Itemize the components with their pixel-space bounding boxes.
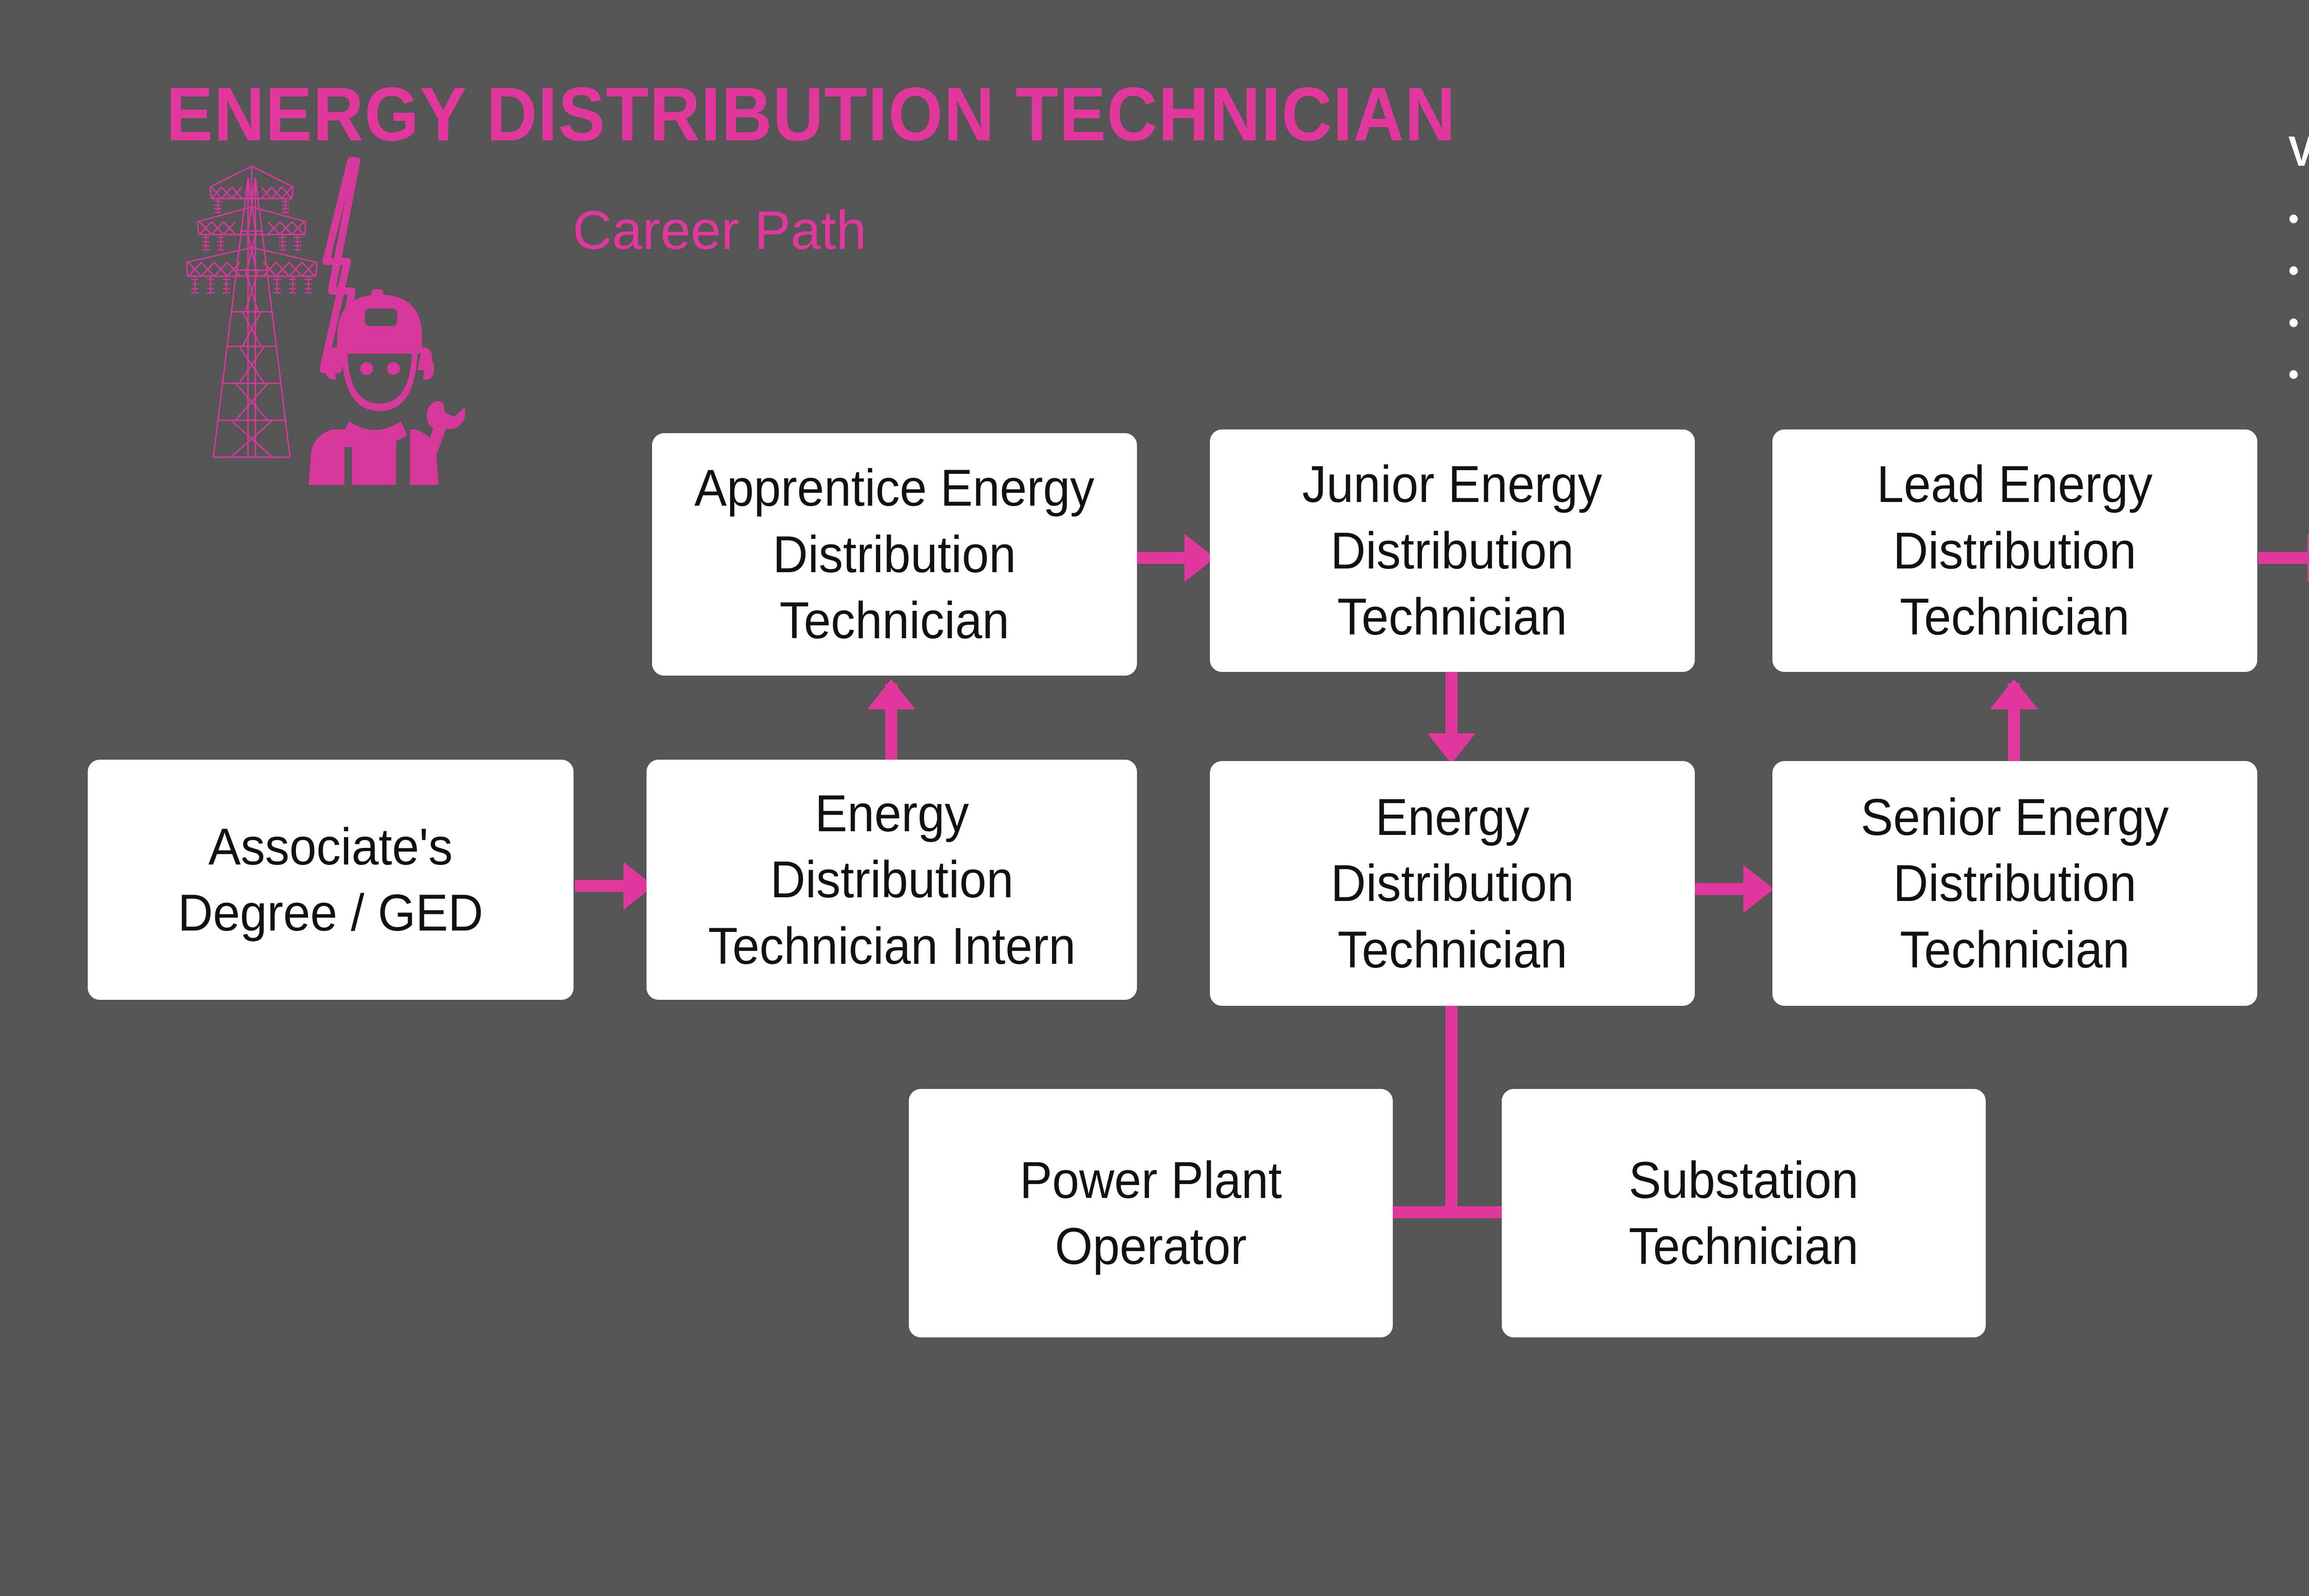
connector-junior-to-technician <box>1445 672 1457 737</box>
header-illustration <box>185 152 517 485</box>
connector-technician-split-bar <box>1390 1206 1505 1218</box>
page-title: ENERGY DISTRIBUTION TECHNICIAN <box>166 72 1457 157</box>
arrowhead-icon <box>1743 865 1774 913</box>
node-label: Lead Energy Distribution Technician <box>1877 455 2153 646</box>
subtitle: Career Path <box>573 200 867 261</box>
node-label: Power Plant Operator <box>1020 1151 1282 1275</box>
node-apprentice[interactable]: Apprentice Energy Distribution Technicia… <box>652 433 1137 676</box>
node-intern[interactable]: Energy Distribution Technician Intern <box>647 760 1137 1000</box>
node-associates[interactable]: Associate's Degree / GED <box>88 760 574 1000</box>
node-technician[interactable]: Energy Distribution Technician <box>1210 761 1695 1006</box>
list-item: • Electric Utility Companies <box>2288 190 2309 242</box>
node-senior[interactable]: Senior Energy Distribution Technician <box>1772 761 2257 1006</box>
technician-worker-icon <box>308 289 465 485</box>
connector-technician-split-stem <box>1445 1002 1457 1215</box>
bullet-icon: • <box>2288 304 2299 340</box>
node-label: Senior Energy Distribution Technician <box>1861 788 2169 979</box>
node-label: Junior Energy Distribution Technician <box>1302 455 1602 646</box>
connector-lead-to-supervisor <box>2258 552 2309 564</box>
node-label: Energy Distribution Technician Intern <box>708 784 1076 975</box>
node-junior[interactable]: Junior Energy Distribution Technician <box>1210 429 1695 672</box>
node-label: Associate's Degree / GED <box>178 817 484 942</box>
arrowhead-icon <box>1990 679 2038 709</box>
arrowhead-icon <box>2308 534 2309 582</box>
arrowhead-icon <box>867 679 915 709</box>
node-substation-technician[interactable]: Substation Technician <box>1502 1089 1986 1337</box>
node-lead[interactable]: Lead Energy Distribution Technician <box>1772 429 2257 672</box>
list-item: • Contracting Companies <box>2288 294 2309 346</box>
bullet-icon: • <box>2288 200 2299 236</box>
node-label: Substation Technician <box>1629 1151 1859 1275</box>
node-label: Energy Distribution Technician <box>1330 788 1574 979</box>
areas-panel: Variety of areas can work at: • Electric… <box>2288 129 2309 398</box>
list-item: • Government Agencies <box>2288 242 2309 294</box>
areas-heading: Variety of areas can work at: <box>2288 129 2309 174</box>
node-label: Apprentice Energy Distribution Technicia… <box>694 459 1095 650</box>
list-item: • Independent Power Producers <box>2288 345 2309 398</box>
lightning-bolt-icon <box>320 157 360 373</box>
bullet-icon: • <box>2288 252 2299 289</box>
bullet-icon: • <box>2288 356 2299 393</box>
arrowhead-icon <box>1427 733 1475 764</box>
node-power-plant-operator[interactable]: Power Plant Operator <box>909 1089 1393 1337</box>
transmission-tower-icon <box>186 165 318 458</box>
